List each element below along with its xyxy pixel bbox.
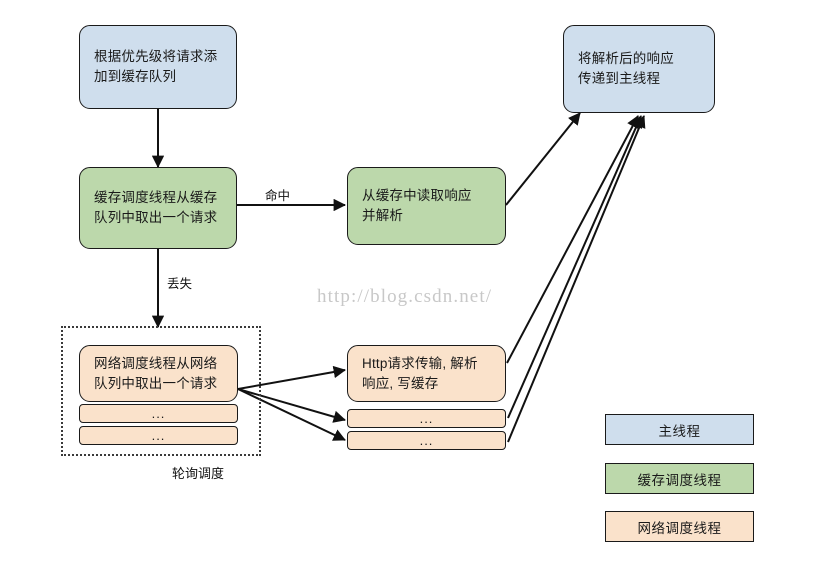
node-deliver-main[interactable]: 将解析后的响应 传递到主线程 xyxy=(563,25,715,113)
node-network-dispatch-label: 网络调度线程从网络 队列中取出一个请求 xyxy=(94,355,218,391)
network-queue-row-1-label: ... xyxy=(151,406,166,421)
edge-row2-to-deliver xyxy=(507,115,646,443)
network-queue-row-2-label: ... xyxy=(151,428,166,443)
node-network-dispatch[interactable]: 网络调度线程从网络 队列中取出一个请求 xyxy=(79,345,238,402)
http-worker-row-2-label: ... xyxy=(419,433,434,448)
watermark: http://blog.csdn.net/ xyxy=(317,286,493,307)
http-worker-row-1[interactable]: ... xyxy=(347,409,506,428)
network-queue-row-1[interactable]: ... xyxy=(79,404,238,423)
http-worker-row-1-label: ... xyxy=(419,411,434,426)
node-deliver-main-label: 将解析后的响应 传递到主线程 xyxy=(578,51,674,86)
node-read-cache[interactable]: 从缓存中读取响应 并解析 xyxy=(347,167,506,245)
legend-item-main-thread-label: 主线程 xyxy=(658,423,701,439)
edge-http-to-deliver xyxy=(506,115,639,364)
network-queue-row-2[interactable]: ... xyxy=(79,426,238,445)
group-label-round-robin: 轮询调度 xyxy=(172,466,225,481)
node-cache-dispatch-label: 缓存调度线程从缓存 队列中取出一个请求 xyxy=(94,190,218,225)
node-http-transfer[interactable]: Http请求传输, 解析 响应, 写缓存 xyxy=(347,345,506,402)
legend-item-cache-thread-label: 缓存调度线程 xyxy=(637,472,722,488)
legend-item-cache-thread: 缓存调度线程 xyxy=(605,463,754,494)
node-read-cache-label: 从缓存中读取响应 并解析 xyxy=(362,188,472,223)
node-cache-dispatch[interactable]: 缓存调度线程从缓存 队列中取出一个请求 xyxy=(79,167,237,249)
edge-row1-to-deliver xyxy=(507,115,643,419)
node-enqueue-cache[interactable]: 根据优先级将请求添 加到缓存队列 xyxy=(79,25,237,109)
legend-item-network-thread: 网络调度线程 xyxy=(605,511,754,542)
node-enqueue-cache-label: 根据优先级将请求添 加到缓存队列 xyxy=(94,49,218,84)
legend-item-network-thread-label: 网络调度线程 xyxy=(637,520,722,536)
http-worker-row-2[interactable]: ... xyxy=(347,431,506,450)
node-http-transfer-label: Http请求传输, 解析 响应, 写缓存 xyxy=(362,355,478,391)
edge-label-hit: 命中 xyxy=(265,189,291,203)
legend-item-main-thread: 主线程 xyxy=(605,414,754,445)
edge-read-cache-to-deliver xyxy=(505,112,581,206)
edge-label-miss: 丢失 xyxy=(167,277,193,291)
